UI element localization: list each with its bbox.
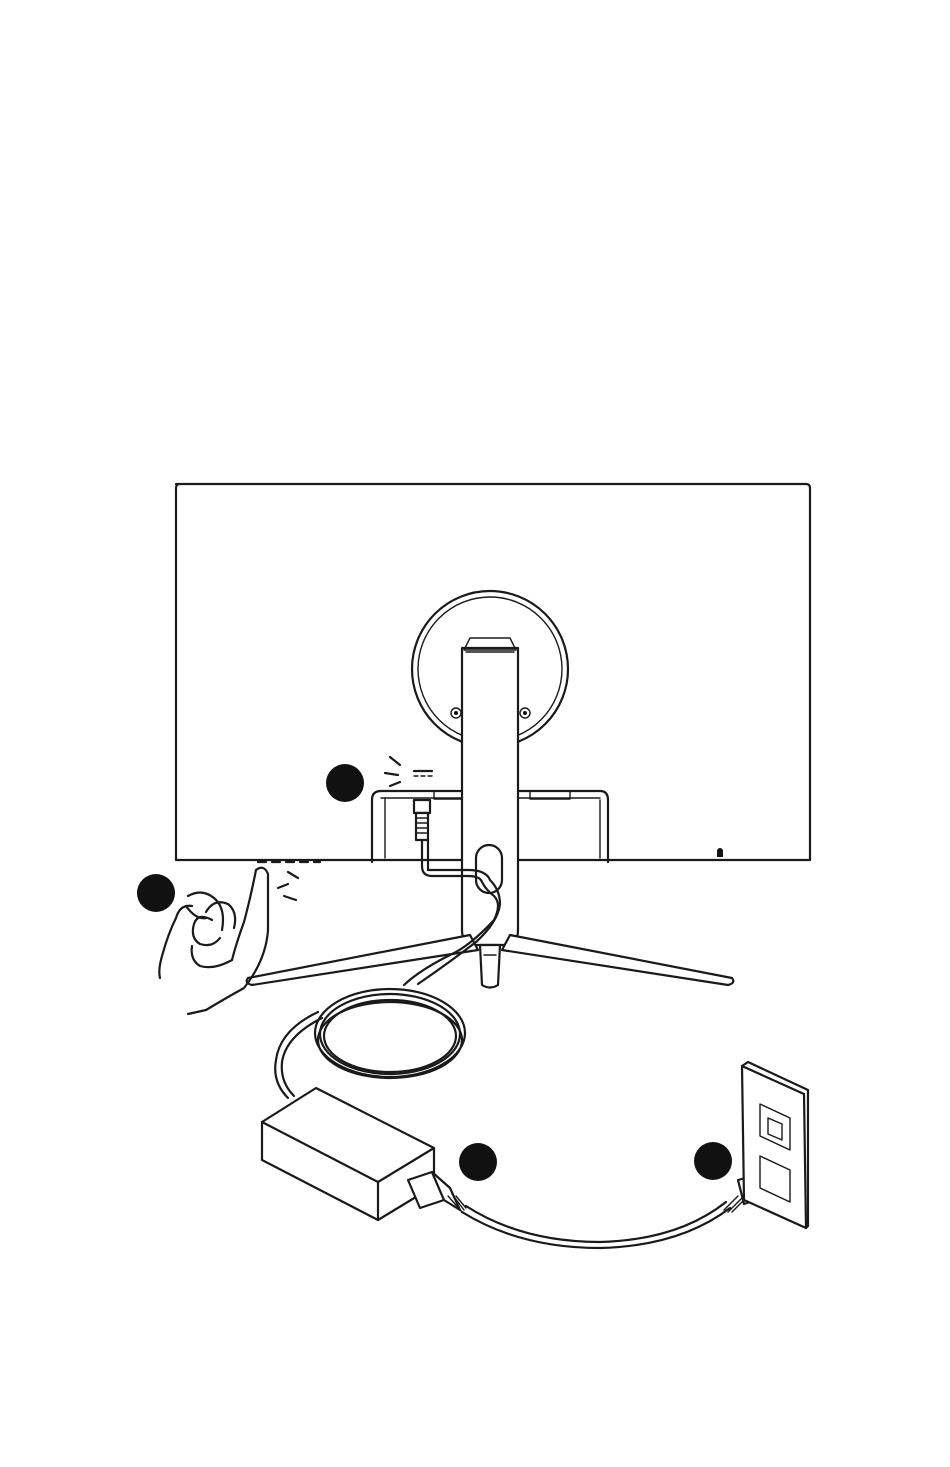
step-badge-1 [694,1142,732,1180]
dc-connector [414,800,430,840]
coiled-cable [275,989,465,1098]
ac-plug-adapter-side [408,1172,466,1212]
dc-symbol-icon [414,771,432,776]
wall-outlet [742,1062,808,1228]
ac-power-cord [462,1202,730,1248]
hand-pressing-button [159,868,268,1014]
step-badge-3 [326,764,364,802]
emphasis-lines-dc [385,757,400,786]
power-adapter [262,1088,434,1220]
step-badge-4 [137,874,175,912]
stand-neck [462,638,518,945]
kensington-lock-icon [717,848,723,857]
emphasis-lines-button [278,872,298,900]
step-badge-2 [459,1143,497,1181]
